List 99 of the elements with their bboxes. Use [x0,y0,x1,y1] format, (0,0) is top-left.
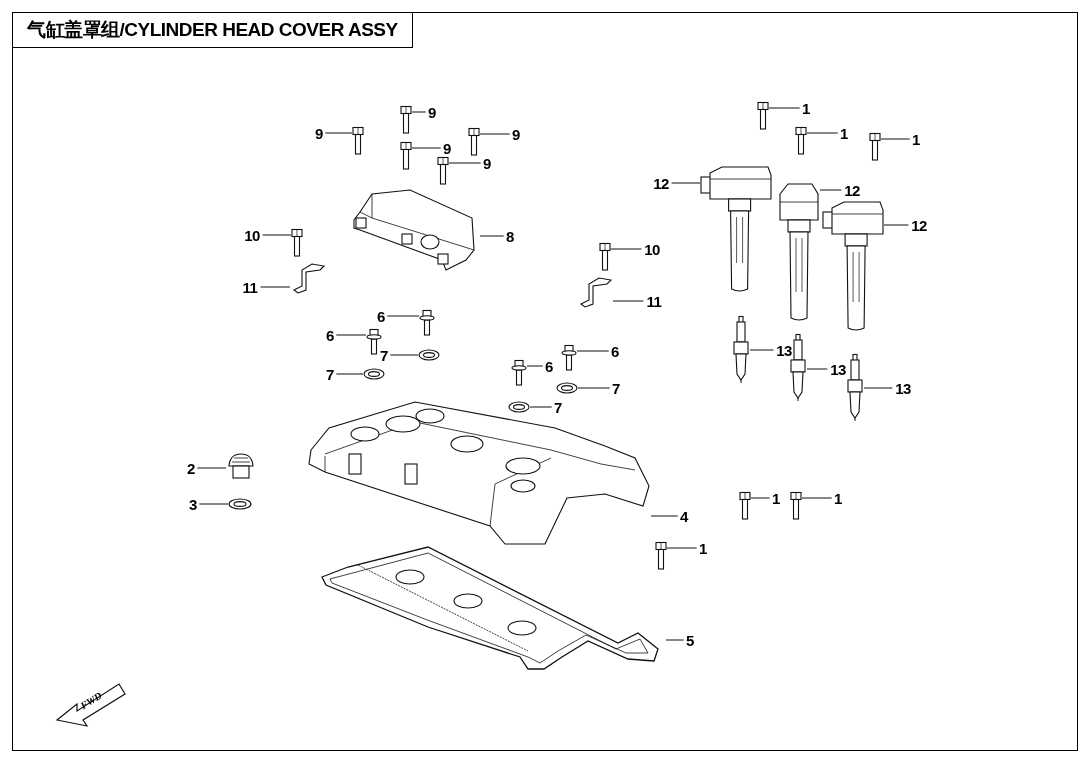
callout-number: 2 [187,460,195,476]
washer-drawing [228,498,252,510]
leader-line [863,387,893,389]
callout-number: 11 [242,279,258,295]
leader-line [750,497,771,499]
bolt-drawing [437,157,449,185]
callout-number: 1 [912,131,920,147]
ignition-coil-drawing [700,165,772,293]
spark-plug-drawing [846,354,864,422]
washer-drawing [556,382,578,394]
callout-number: 1 [699,540,707,556]
flange-bolt-drawing [366,329,382,355]
leader-line [448,162,482,164]
callout-number: 9 [443,140,451,156]
callout-number: 1 [834,490,842,506]
leader-line [479,133,511,135]
leader-line [880,138,911,140]
leader-line [324,132,353,134]
callout-number: 12 [911,217,927,233]
callout-number: 3 [189,496,197,512]
leader-line [665,639,685,641]
leader-line [335,334,367,336]
bolt-drawing [599,243,611,271]
direction-label: FWD [79,690,104,712]
leader-line [650,515,679,517]
bolt-drawing [400,142,412,170]
callout-number: 13 [776,342,792,358]
callout-number: 7 [380,347,388,363]
leader-line [198,503,229,505]
leader-line [806,368,828,370]
callout-number: 7 [326,366,334,382]
callout-number: 12 [844,182,860,198]
ignition-coil-drawing [778,180,820,322]
leader-line [386,315,420,317]
flange-bolt-drawing [511,360,527,386]
leader-line [610,248,642,250]
callout-number: 6 [377,308,385,324]
callout-number: 10 [644,241,660,257]
title: 气缸盖罩组/CYLINDER HEAD COVER ASSY [12,12,413,48]
bolt-drawing [795,127,807,155]
washer-drawing [418,349,440,361]
spark-plug-drawing [732,316,750,384]
callout-number: 10 [244,227,260,243]
leader-line [806,132,839,134]
leader-line [196,467,227,469]
bolt-drawing [869,133,881,161]
leader-line [335,373,364,375]
leader-line [801,497,833,499]
callout-number: 9 [428,104,436,120]
cylinder-head-cover-drawing [305,398,651,546]
leader-line [577,387,611,389]
bolt-drawing [790,492,802,520]
callout-number: 4 [680,508,688,524]
leader-line [479,235,505,237]
callout-number: 8 [506,228,514,244]
leader-line [666,547,698,549]
leader-line [411,147,442,149]
callout-number: 9 [315,125,323,141]
bolt-drawing [291,229,303,257]
callout-number: 5 [686,632,694,648]
washer-drawing [508,401,530,413]
leader-line [389,354,419,356]
callout-number: 1 [802,100,810,116]
callout-number: 6 [611,343,619,359]
leader-line [819,189,842,191]
callout-number: 11 [646,293,662,309]
callout-number: 1 [840,125,848,141]
leader-line [576,350,610,352]
bolt-drawing [655,542,667,570]
ignition-coil-drawing [822,200,884,332]
callout-number: 6 [545,358,553,374]
washer-drawing [363,368,385,380]
bolt-drawing [739,492,751,520]
flange-bolt-drawing [561,345,577,371]
leader-line [526,365,544,367]
flange-bolt-drawing [419,310,435,336]
bolt-drawing [352,127,364,155]
bolt-drawing [757,102,769,130]
callout-number: 7 [554,399,562,415]
callout-number: 1 [772,490,780,506]
bolt-drawing [400,106,412,134]
callout-number: 9 [512,126,520,142]
leader-line [671,182,701,184]
callout-number: 13 [830,361,846,377]
leader-line [612,300,644,302]
leader-line [883,224,909,226]
leader-line [749,349,774,351]
callout-number: 12 [653,175,669,191]
bolt-drawing [468,128,480,156]
leader-line [260,286,291,288]
leader-line [768,107,801,109]
leader-line [262,234,292,236]
leader-line [529,406,553,408]
oil-filler-cap-drawing [226,452,256,480]
callout-number: 13 [895,380,911,396]
callout-number: 6 [326,327,334,343]
callout-number: 7 [612,380,620,396]
callout-number: 9 [483,155,491,171]
leader-line [411,111,427,113]
